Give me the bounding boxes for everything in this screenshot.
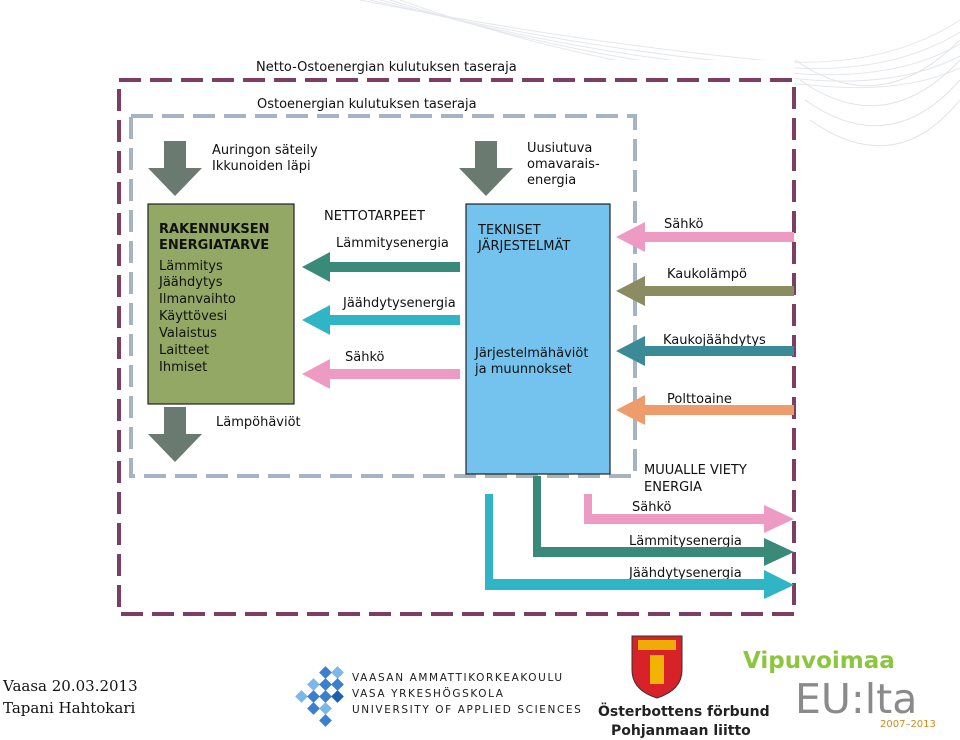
footer-author: Tapani Hahtokari xyxy=(3,699,136,717)
vipuvoimaa-eu-logo: Vipuvoimaa EU:lta 2007–2013 xyxy=(743,648,936,730)
input-label: Polttoaine xyxy=(667,392,732,407)
ostrobothnia-logo: Österbottens förbund Pohjanmaan liitto xyxy=(598,635,770,739)
net-flow-label: Sähkö xyxy=(345,350,385,365)
renewable-arrow-icon xyxy=(459,141,513,196)
solar-label-line1: Auringon säteily xyxy=(212,143,318,158)
heat-loss-arrow-icon xyxy=(148,407,202,462)
vamk-diamond-icon xyxy=(295,666,344,727)
heat-loss-label: Lämpöhäviöt xyxy=(216,415,301,430)
years-text: 2007–2013 xyxy=(880,719,936,730)
net-cooling-arrow-icon xyxy=(302,305,460,335)
vamk-line3: UNIVERSITY OF APPLIED SCIENCES xyxy=(352,704,582,716)
export-electricity-arrow-icon xyxy=(584,494,794,533)
building-item: Valaistus xyxy=(159,326,217,341)
renewable-label-line1: Uusiutuva xyxy=(527,141,592,156)
input-district-heat-arrow-icon xyxy=(616,276,794,306)
net-flow-label: Jäähdytysenergia xyxy=(342,296,456,311)
input-label: Kaukojäähdytys xyxy=(663,333,766,348)
technical-systems-box xyxy=(465,203,611,475)
renewable-label-line2: omavarais- xyxy=(527,157,600,172)
export-cooling-arrow-icon xyxy=(485,494,794,599)
building-item: Käyttövesi xyxy=(159,309,227,324)
building-item: Laitteet xyxy=(159,343,209,358)
exported-heading-line1: MUUALLE VIETY xyxy=(644,463,747,478)
input-fuel-arrow-icon xyxy=(616,395,794,425)
net-heating-arrow-icon xyxy=(302,252,460,282)
building-item: Ihmiset xyxy=(159,360,207,375)
vamk-line2: VASA YRKESHÖGSKOLA xyxy=(352,687,505,700)
eu-text: EU:lta xyxy=(795,675,917,723)
net-needs-label: NETTOTARPEET xyxy=(324,209,425,224)
vamk-line1: VAASAN AMMATTIKORKEAKOULU xyxy=(352,672,564,684)
building-heading-line1: RAKENNUKSEN xyxy=(159,222,270,237)
input-label: Sähkö xyxy=(664,217,704,232)
building-item: Jäähdytys xyxy=(158,275,223,290)
tech-losses-line2: ja muunnokset xyxy=(474,362,572,377)
obf-line1: Österbottens förbund xyxy=(598,702,770,720)
input-label: Kaukolämpö xyxy=(667,267,747,282)
tech-heading-line1: TEKNISET xyxy=(477,223,541,238)
input-electricity-arrow-icon xyxy=(616,222,794,252)
building-item: Ilmanvaihto xyxy=(159,292,236,307)
solar-arrow-icon xyxy=(148,141,202,196)
vipuvoimaa-text: Vipuvoimaa xyxy=(743,648,895,674)
net-flow-label: Lämmitysenergia xyxy=(336,236,449,251)
inner-boundary-label: Ostoenergian kulutuksen taseraja xyxy=(257,97,477,112)
net-electricity-arrow-icon xyxy=(302,359,460,389)
tech-losses-line1: Järjestelmähäviöt xyxy=(474,346,588,361)
export-label: Sähkö xyxy=(632,500,672,515)
obf-line2: Pohjanmaan liitto xyxy=(611,723,751,739)
building-heading-line2: ENERGIATARVE xyxy=(159,238,269,253)
tech-heading-line2: JÄRJESTELMÄT xyxy=(477,238,570,254)
input-district-cooling-arrow-icon xyxy=(616,336,794,366)
building-energy-box xyxy=(147,203,295,405)
solar-label-line2: Ikkunoiden läpi xyxy=(212,159,311,174)
exported-heading-line2: ENERGIA xyxy=(644,480,702,495)
vamk-logo: VAASAN AMMATTIKORKEAKOULU VASA YRKESHÖGS… xyxy=(295,666,582,727)
building-item: Lämmitys xyxy=(159,259,223,274)
export-label: Jäähdytysenergia xyxy=(628,566,742,581)
renewable-label-line3: energia xyxy=(527,173,576,188)
footer-place-date: Vaasa 20.03.2013 xyxy=(2,677,138,695)
outer-boundary-label: Netto-Ostoenergian kulutuksen taseraja xyxy=(256,60,517,75)
export-heating-arrow-icon xyxy=(533,476,794,566)
export-label: Lämmitysenergia xyxy=(629,534,742,549)
